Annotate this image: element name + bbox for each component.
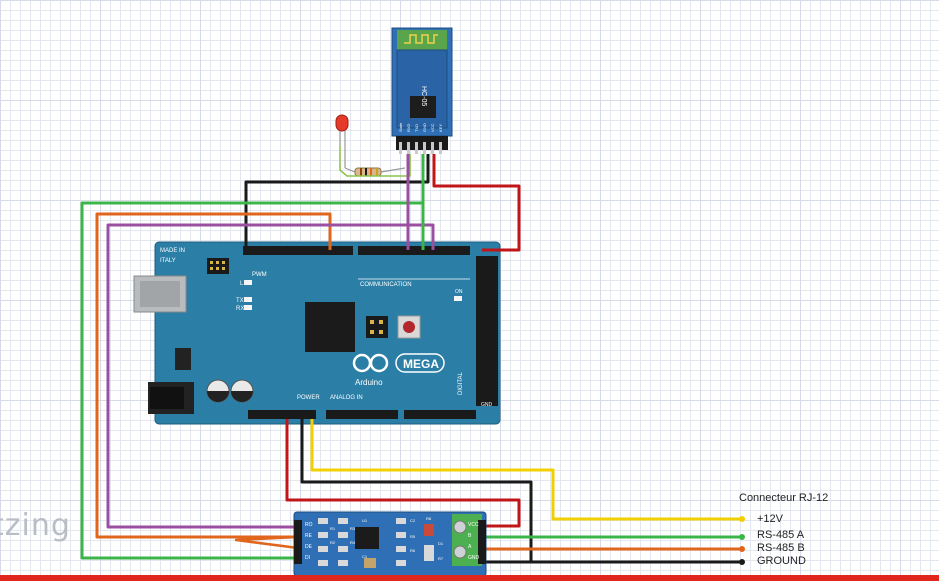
l-label: L: [240, 281, 244, 287]
rs485-left-pin-label: DI: [305, 555, 310, 561]
led-on: [454, 296, 462, 301]
hc05-bluetooth-module[interactable]: HC-05: [391, 27, 453, 150]
connector-label-12v: +12V: [757, 513, 783, 525]
power-label: POWER: [297, 395, 320, 401]
max485-chip: [355, 527, 379, 549]
fritzing-watermark: tzing: [0, 508, 71, 543]
atmega-chip: [305, 302, 355, 352]
hc05-pin-key[interactable]: [439, 142, 442, 154]
wire-black-bottom: [300, 419, 742, 564]
led-tx: [244, 297, 252, 302]
hc05-pin-gnd[interactable]: [423, 142, 426, 154]
hc05-pin-state[interactable]: [399, 142, 402, 154]
hc05-pin-label: RXD: [406, 123, 411, 132]
wire-led-green: [339, 146, 411, 177]
wire-black-top: [244, 154, 430, 250]
hc05-pin-label: TXD: [414, 124, 419, 132]
digital-header-pwm: [243, 246, 353, 255]
hc05-pin-label: KEY: [438, 124, 443, 132]
arduino-logo: Arduino MEGA: [352, 353, 445, 387]
hc05-pin-label: State: [398, 122, 403, 132]
tx-label: TX: [236, 298, 244, 304]
analog-header-right: [404, 410, 476, 419]
wire-red-top: [432, 154, 521, 252]
made-in-label: MADE IN: [160, 248, 185, 254]
rs485-right-pin-label: GND: [468, 555, 480, 561]
wires: [80, 146, 742, 564]
hc05-pin-rxd[interactable]: [407, 142, 410, 154]
rs485-module[interactable]: [293, 511, 487, 577]
rs485-part-label: R7: [438, 556, 444, 561]
red-led[interactable]: [335, 114, 349, 168]
gnd-label: GND: [481, 402, 493, 408]
icsp-header-top: [207, 258, 229, 274]
rs485-right-pin-label: A: [468, 544, 472, 550]
digital-header-comm: [358, 246, 470, 255]
wire-purple-left: [106, 223, 435, 529]
digital-header-side: [476, 256, 498, 406]
rs485-part-label: R3: [350, 526, 356, 531]
wire-red-bottom: [285, 419, 521, 528]
rs485-right-pin-label: VCC: [468, 522, 479, 528]
led-l: [244, 280, 252, 285]
hc05-pin-label: VCC: [430, 123, 435, 132]
rs485-part-label: R5: [410, 534, 416, 539]
on-label: ON: [455, 289, 463, 295]
power-header: [248, 410, 316, 419]
communication-label: COMMUNICATION: [360, 282, 412, 288]
italy-label: ITALY: [160, 258, 176, 264]
led-rx: [244, 305, 252, 310]
connector-label-rs485-a: RS-485 A: [757, 529, 805, 541]
analog-in-label: ANALOG IN: [330, 395, 363, 401]
rs485-part-label: U1: [362, 518, 368, 523]
rs485-left-pin-label: DE: [305, 544, 313, 550]
arduino-brand-label: Arduino: [355, 378, 383, 387]
connector-label-ground: GROUND: [757, 555, 806, 567]
wire-yellow: [310, 419, 742, 521]
hc05-pin-txd[interactable]: [415, 142, 418, 154]
digital-label: DIGITAL: [458, 371, 464, 395]
icsp-header-right: [366, 316, 388, 338]
hc05-model-label: HC-05: [420, 86, 427, 106]
rs485-left-pin-label: RO: [305, 522, 313, 528]
connector-label-rs485-b: RS-485 B: [757, 542, 805, 554]
rs485-left-pin-label: RE: [305, 533, 313, 539]
rs485-part-label: D1: [438, 541, 444, 546]
rs485-part-label: R6: [410, 548, 416, 553]
arduino-mega-board[interactable]: MADE IN ITALY PWM L TX RX ON COMMUNICATI…: [133, 241, 501, 425]
wire-green-left: [80, 154, 425, 560]
rs485-part-label: R4: [350, 540, 356, 545]
rx-label: RX: [236, 306, 244, 312]
analog-header-left: [326, 410, 398, 419]
connector-terminals: [739, 516, 745, 565]
bottom-accent-bar: [0, 575, 939, 581]
pwm-label: PWM: [252, 272, 267, 278]
wire-orange-jumper: [234, 535, 299, 550]
rs485-part-label: R1: [330, 526, 336, 531]
connector-title: Connecteur RJ-12: [739, 492, 829, 504]
resistor[interactable]: [344, 167, 406, 177]
rs485-part-label: C2: [410, 518, 416, 523]
rs485-part-label: R8: [426, 516, 432, 521]
rs485-right-pin-label: B: [468, 533, 472, 539]
hc05-pin-vcc[interactable]: [431, 142, 434, 154]
mega-label: MEGA: [403, 357, 439, 371]
rs485-part-label: R2: [330, 540, 336, 545]
hc05-pin-label: GND: [422, 123, 427, 132]
voltage-regulator: [175, 348, 191, 370]
rs485-part-label: C1: [362, 554, 368, 559]
